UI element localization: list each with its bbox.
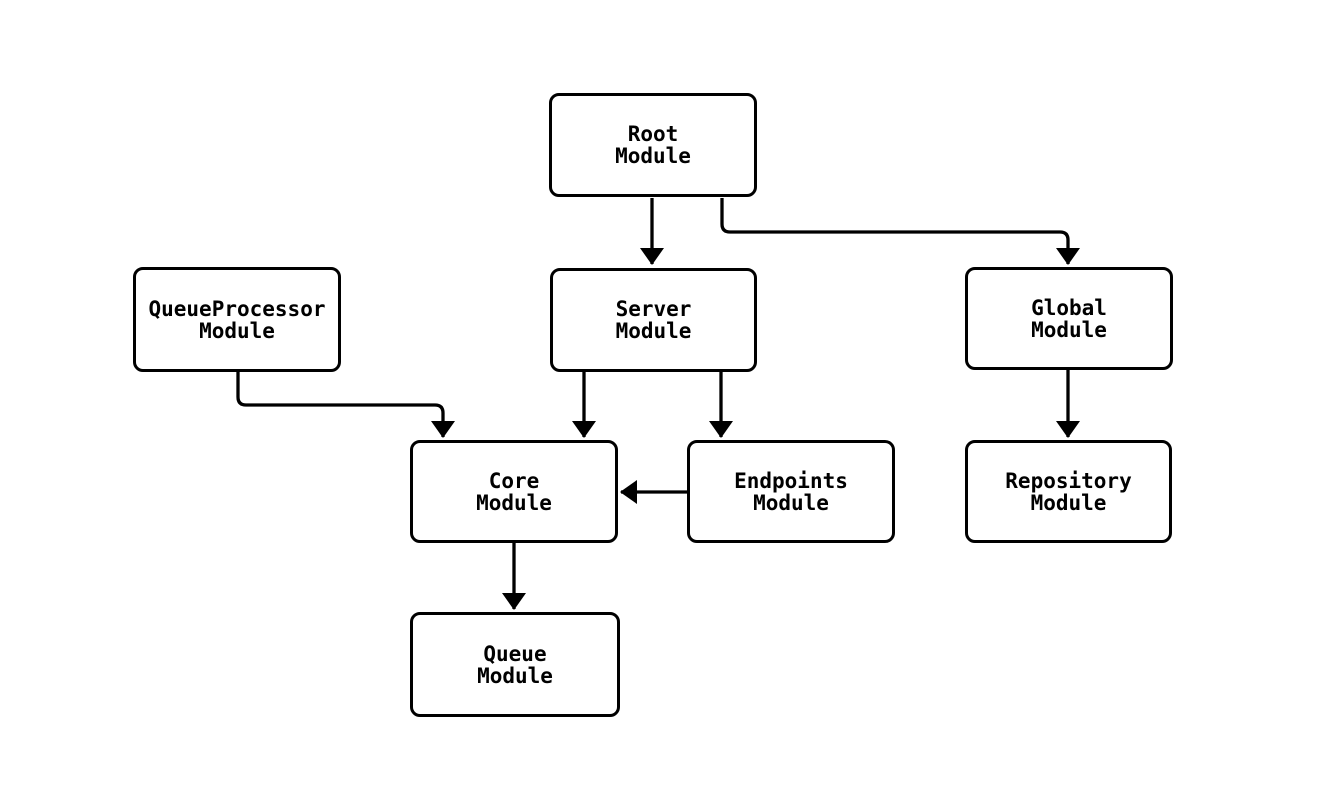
node-endpoints-label-line-1: Endpoints (734, 468, 848, 493)
node-repository-label-line-2: Module (1030, 490, 1107, 515)
edge-queueprocessor-to-core (236, 372, 455, 438)
edge-group (236, 198, 1080, 610)
node-server-label-line-1: Server (615, 297, 692, 321)
node-core-label-line-2: Module (476, 490, 552, 515)
node-queue-label-line-1: Queue (483, 641, 547, 666)
node-root-label-line-1: Root (627, 122, 679, 146)
node-queue-label-line-2: Module (477, 663, 553, 688)
node-server-label-line-2: Module (615, 319, 692, 343)
node-root-label-line-2: Module (615, 144, 691, 168)
node-global-label-line-1: Global (1031, 295, 1107, 320)
node-queueprocessor-label-line-1: QueueProcessor (148, 296, 326, 321)
node-repository-label-line-1: Repository (1005, 468, 1132, 493)
node-global-label-line-2: Module (1031, 317, 1107, 342)
node-queueprocessor-label-line-2: Module (199, 318, 275, 343)
edge-root-to-global (720, 198, 1080, 265)
node-core-label-line-1: Core (488, 468, 540, 493)
node-endpoints-label-line-2: Module (753, 490, 829, 515)
